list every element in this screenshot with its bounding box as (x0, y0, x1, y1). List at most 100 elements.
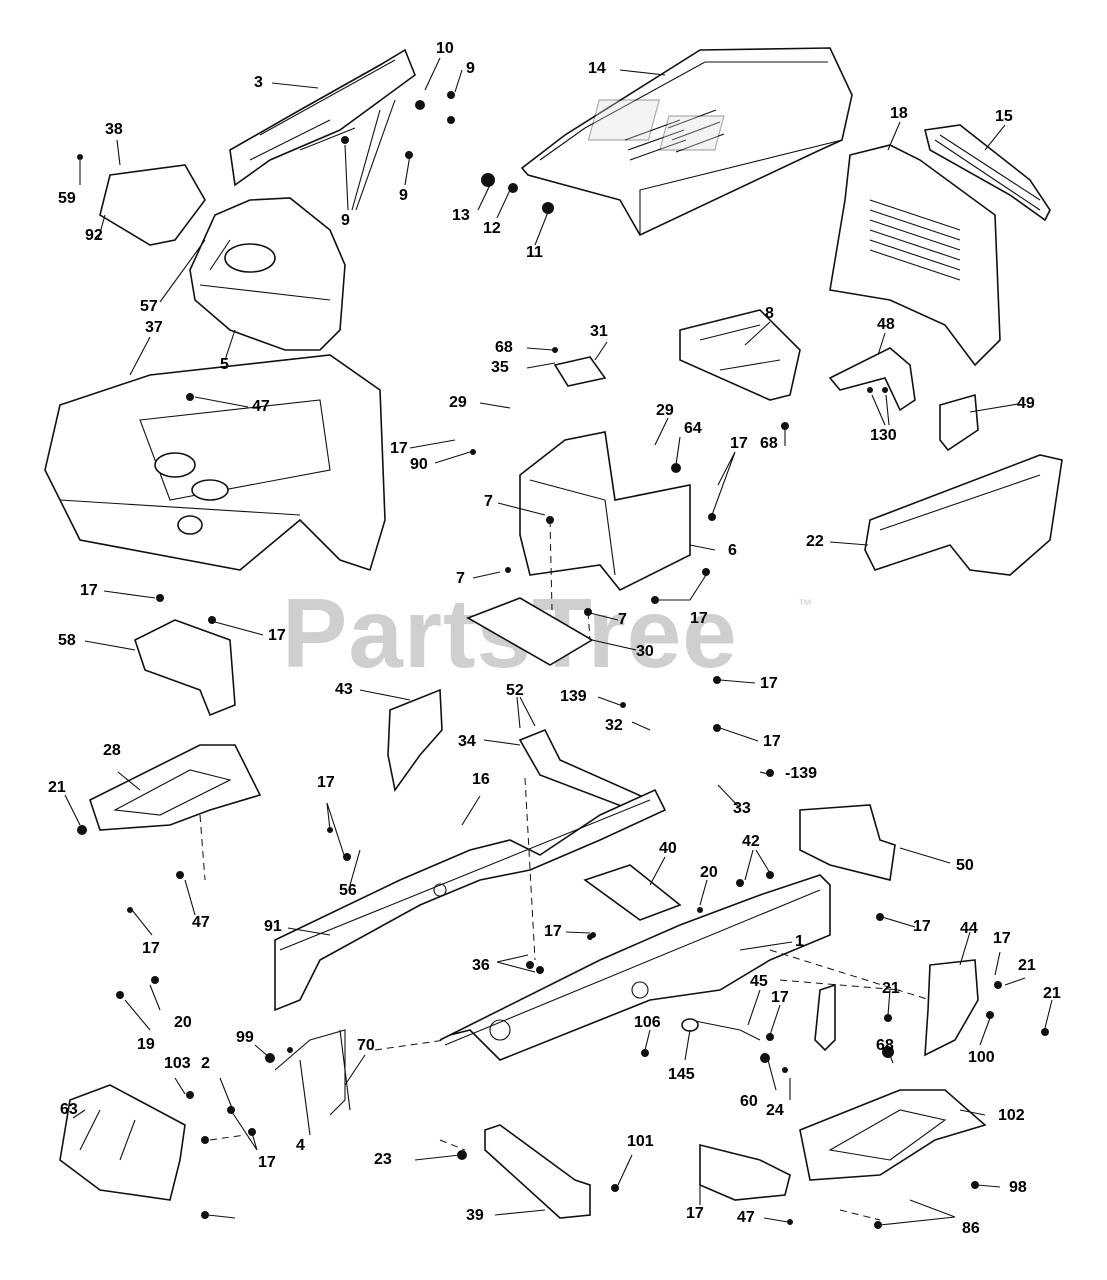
callout-7: 7 (618, 611, 627, 628)
callout-17: 17 (913, 918, 931, 935)
callout-68: 68 (760, 435, 778, 452)
part-support-6 (519, 431, 691, 592)
part-plate-2 (59, 1084, 186, 1201)
callout-35: 35 (491, 359, 509, 376)
part-plate-31 (553, 356, 607, 387)
callout-59: 59 (58, 190, 76, 207)
callout-17: 17 (690, 610, 708, 627)
callout-48: 48 (877, 316, 895, 333)
callout-17: 17 (760, 675, 778, 692)
callout-49: 49 (1017, 395, 1035, 412)
callout-17: 17 (771, 989, 789, 1006)
callout-17: 17 (763, 733, 781, 750)
callout-32: 32 (605, 717, 623, 734)
part-guard-98 (484, 1124, 591, 1219)
part-control-panel-8 (679, 309, 801, 401)
callout-57: 57 (140, 298, 158, 315)
callout-99: 70 (357, 1037, 375, 1054)
callout-17: 17 (80, 582, 98, 599)
callout-45: 45 (750, 973, 768, 990)
callout-63: 60 (740, 1093, 758, 1110)
callout-16: 16 (472, 771, 490, 788)
callout-23: 98 (1009, 1179, 1027, 1196)
callout-6: 6 (728, 542, 737, 559)
callout-31: 31 (590, 323, 608, 340)
part-bracket-43 (387, 688, 443, 792)
callout-17: 17 (268, 627, 286, 644)
part-dash-panel (44, 354, 386, 572)
part-frame-rail-1 (439, 874, 831, 1061)
callout-4: 17 (258, 1154, 276, 1171)
part-fuel-tank (189, 197, 346, 351)
assembly-lines (199, 519, 931, 1221)
part-frame-rail-91 (274, 788, 667, 1012)
callout-90: 90 (410, 456, 428, 473)
callout-21: 21 (882, 980, 900, 997)
callout-92: 92 (85, 227, 103, 244)
callout-9: 9 (341, 212, 350, 229)
callout-8: 8 (765, 305, 774, 322)
part-footrest-28 (89, 744, 262, 831)
callout-43: 43 (335, 681, 353, 698)
part-bracket-48 (828, 347, 916, 412)
part-bracket-60 (814, 983, 836, 1052)
callout-17: 17 (390, 440, 408, 457)
callout-103: 2 (201, 1055, 210, 1072)
callout-11: 11 (526, 244, 543, 261)
part-bracket-44 (924, 959, 979, 1057)
callout-17: 17 (317, 774, 335, 791)
callout-22: 22 (806, 533, 824, 550)
callout-24: 102 (998, 1107, 1025, 1124)
callout-145: 68 (876, 1037, 894, 1054)
callout-21: 21 (1018, 957, 1036, 974)
part-bracket-49 (939, 393, 979, 452)
part-link-70 (681, 1018, 761, 1041)
callout-30: 30 (636, 643, 654, 660)
part-plate-92 (99, 164, 206, 246)
callout-3: 3 (254, 74, 263, 91)
callout-29: 29 (656, 402, 674, 419)
callout-139: 139 (560, 688, 587, 705)
callout-10: 10 (436, 40, 454, 57)
callout-44: 44 (960, 920, 978, 937)
callout-14: 14 (588, 60, 606, 77)
callout-42: 42 (742, 833, 760, 850)
part-footrest-24 (799, 1089, 987, 1181)
callout-130: 130 (870, 427, 897, 444)
part-hood (520, 47, 853, 237)
callout-17: 101 (627, 1133, 654, 1150)
callout-36: 36 (472, 957, 490, 974)
callout-39: 17 (686, 1205, 704, 1222)
callout-37: 37 (145, 319, 163, 336)
part-rear-fender-22 (864, 454, 1063, 576)
callout-17: 17 (730, 435, 748, 452)
callout-19: 19 (137, 1036, 155, 1053)
callout-68: 103 (164, 1055, 191, 1072)
callout-1: 1 (795, 933, 804, 950)
callout-9: 9 (399, 187, 408, 204)
callout-20: 20 (174, 1014, 192, 1031)
callout-15: 15 (995, 108, 1013, 125)
callout-5: 5 (220, 356, 229, 373)
callout-18: 18 (890, 105, 908, 122)
callout-98: 39 (466, 1207, 484, 1224)
callout-102: 4 (296, 1137, 305, 1154)
callout-58: 58 (58, 632, 76, 649)
part-bracket-50 (799, 804, 896, 881)
part-lift-rod-99 (274, 1029, 351, 1116)
part-shroud (229, 48, 416, 187)
callout-68: 68 (495, 339, 513, 356)
callout-47: 47 (192, 914, 210, 931)
callout-2: 63 (60, 1101, 78, 1118)
callout-40: 40 (659, 840, 677, 857)
callout-50: 50 (956, 857, 974, 874)
trademark-symbol: ™ (798, 596, 812, 612)
callout-139: -139 (785, 765, 818, 782)
callout-leaders (64, 57, 1053, 1226)
callout-7: 7 (456, 570, 465, 587)
callout-17: 17 (142, 940, 160, 957)
callout-17: 47 (737, 1209, 755, 1226)
callout-28: 28 (103, 742, 121, 759)
